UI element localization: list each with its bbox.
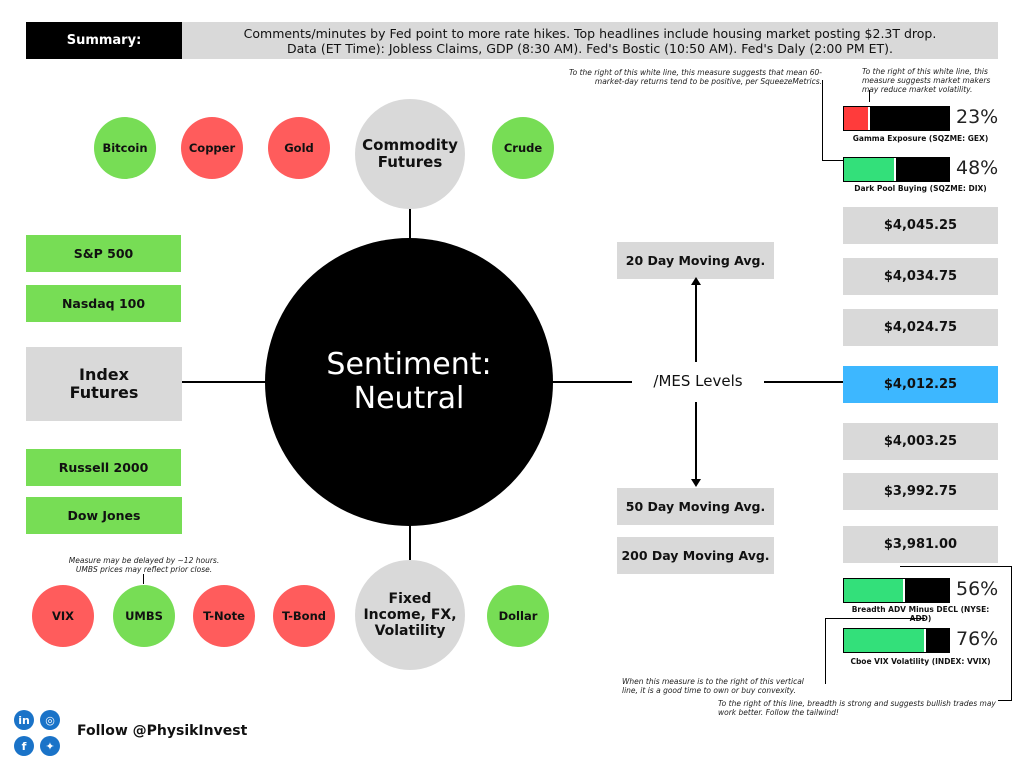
commodity-gold: Gold bbox=[268, 117, 330, 179]
fi-vix: VIX bbox=[32, 585, 94, 647]
connector-right-a bbox=[552, 381, 632, 383]
gex-label: Gamma Exposure (SQZME: GEX) bbox=[852, 134, 989, 143]
mes-level: $4,003.25 bbox=[843, 423, 998, 460]
arrow-up-icon bbox=[691, 277, 701, 285]
arrow-down-shaft bbox=[695, 402, 697, 480]
commodity-hub-line-1: Commodity bbox=[362, 136, 458, 154]
connector-right-b bbox=[764, 381, 844, 383]
index-hub-line-2: Futures bbox=[69, 383, 139, 402]
connector-bottom bbox=[409, 524, 411, 560]
add-note-line-top bbox=[900, 566, 1012, 567]
index-futures-hub: Index Futures bbox=[26, 347, 182, 421]
mes-level: $3,981.00 bbox=[843, 526, 998, 563]
mes-level: $4,034.75 bbox=[843, 258, 998, 295]
fi-tbond: T-Bond bbox=[273, 585, 335, 647]
fi-dollar: Dollar bbox=[487, 585, 549, 647]
mes-level: $4,045.25 bbox=[843, 207, 998, 244]
summary-label: Summary: bbox=[26, 22, 182, 59]
summary-text: Comments/minutes by Fed point to more ra… bbox=[182, 22, 998, 59]
follow-text[interactable]: Follow @PhysikInvest bbox=[77, 723, 248, 739]
instagram-icon[interactable]: ◎ bbox=[40, 710, 60, 730]
index-nasdaq100: Nasdaq 100 bbox=[26, 285, 181, 322]
ma200-box: 200 Day Moving Avg. bbox=[617, 537, 774, 574]
facebook-icon[interactable]: f bbox=[14, 736, 34, 756]
vvix-marker bbox=[923, 629, 926, 652]
fi-tnote: T-Note bbox=[193, 585, 255, 647]
dix-fill bbox=[844, 158, 895, 181]
index-dowjones: Dow Jones bbox=[26, 497, 182, 534]
sentiment-circle: Sentiment: Neutral bbox=[265, 238, 553, 526]
gex-track bbox=[843, 106, 950, 131]
index-sp500: S&P 500 bbox=[26, 235, 181, 272]
vvix-pct: 76% bbox=[956, 628, 999, 650]
twitter-icon[interactable]: ✦ bbox=[40, 736, 60, 756]
mes-levels-label: /MES Levels bbox=[653, 372, 743, 390]
add-gauge bbox=[843, 578, 950, 603]
umbs-note-line-2: UMBS prices may reflect prior close. bbox=[75, 565, 213, 574]
dix-note-line-v bbox=[822, 80, 823, 160]
vvix-gauge bbox=[843, 628, 950, 653]
commodity-copper: Copper bbox=[181, 117, 243, 179]
sentiment-line-2: Neutral bbox=[353, 381, 465, 416]
umbs-note-pointer bbox=[143, 574, 144, 584]
fi-hub-line-2: Income, FX, bbox=[363, 607, 457, 623]
add-track bbox=[843, 578, 950, 603]
add-marker bbox=[902, 579, 905, 602]
dix-marker bbox=[894, 158, 897, 181]
mes-level-active: $4,012.25 bbox=[843, 366, 998, 403]
ma50-box: 50 Day Moving Avg. bbox=[617, 488, 774, 525]
gex-pct: 23% bbox=[956, 106, 999, 128]
mes-level: $3,992.75 bbox=[843, 473, 998, 510]
add-label: Breadth ADV Minus DECL (NYSE: ADD) bbox=[851, 605, 990, 623]
gex-note: To the right of this white line, this me… bbox=[862, 67, 991, 94]
add-pct: 56% bbox=[956, 578, 999, 600]
add-note-line-bottom bbox=[998, 700, 1012, 701]
summary-line-1: Comments/minutes by Fed point to more ra… bbox=[243, 25, 937, 41]
umbs-note: Measure may be delayed by ~12 hours. UMB… bbox=[54, 556, 234, 574]
vvix-label: Cboe VIX Volatility (INDEX: VVIX) bbox=[850, 657, 991, 666]
fi-umbs: UMBS bbox=[113, 585, 175, 647]
arrow-down-icon bbox=[691, 479, 701, 487]
index-russell2000: Russell 2000 bbox=[26, 449, 181, 486]
vvix-note-line-v bbox=[825, 618, 826, 684]
connector-top bbox=[409, 208, 411, 240]
gex-fill bbox=[844, 107, 869, 130]
add-note: To the right of this line, breadth is st… bbox=[718, 699, 996, 717]
vvix-track bbox=[843, 628, 950, 653]
gex-gauge bbox=[843, 106, 950, 131]
commodity-crude: Crude bbox=[492, 117, 554, 179]
gex-marker bbox=[868, 107, 871, 130]
summary-line-2: Data (ET Time): Jobless Claims, GDP (8:3… bbox=[287, 40, 893, 56]
gex-note-pointer bbox=[869, 90, 870, 102]
arrow-up-shaft bbox=[695, 282, 697, 362]
add-fill bbox=[844, 579, 903, 602]
fixed-income-hub: Fixed Income, FX, Volatility bbox=[355, 560, 465, 670]
vvix-note-line-top bbox=[825, 618, 925, 619]
umbs-note-line-1: Measure may be delayed by ~12 hours. bbox=[68, 556, 220, 565]
commodity-futures-hub: Commodity Futures bbox=[355, 99, 465, 209]
dix-note: To the right of this white line, this me… bbox=[568, 68, 822, 86]
connector-left bbox=[182, 381, 267, 383]
sentiment-line-1: Sentiment: bbox=[326, 347, 492, 382]
linkedin-icon[interactable]: in bbox=[14, 710, 34, 730]
vvix-fill bbox=[844, 629, 924, 652]
mes-level: $4,024.75 bbox=[843, 309, 998, 346]
dix-label: Dark Pool Buying (SQZME: DIX) bbox=[854, 184, 987, 193]
dix-track bbox=[843, 157, 950, 182]
fi-hub-line-1: Fixed bbox=[388, 591, 432, 607]
vvix-note: When this measure is to the right of thi… bbox=[622, 677, 804, 695]
dix-note-line-h bbox=[822, 160, 844, 161]
commodity-hub-line-2: Futures bbox=[377, 153, 443, 171]
commodity-bitcoin: Bitcoin bbox=[94, 117, 156, 179]
add-note-line-v bbox=[1011, 566, 1012, 700]
dix-gauge bbox=[843, 157, 950, 182]
index-hub-line-1: Index bbox=[79, 365, 129, 384]
fi-hub-line-3: Volatility bbox=[374, 623, 446, 639]
dix-pct: 48% bbox=[956, 157, 999, 179]
ma20-box: 20 Day Moving Avg. bbox=[617, 242, 774, 279]
